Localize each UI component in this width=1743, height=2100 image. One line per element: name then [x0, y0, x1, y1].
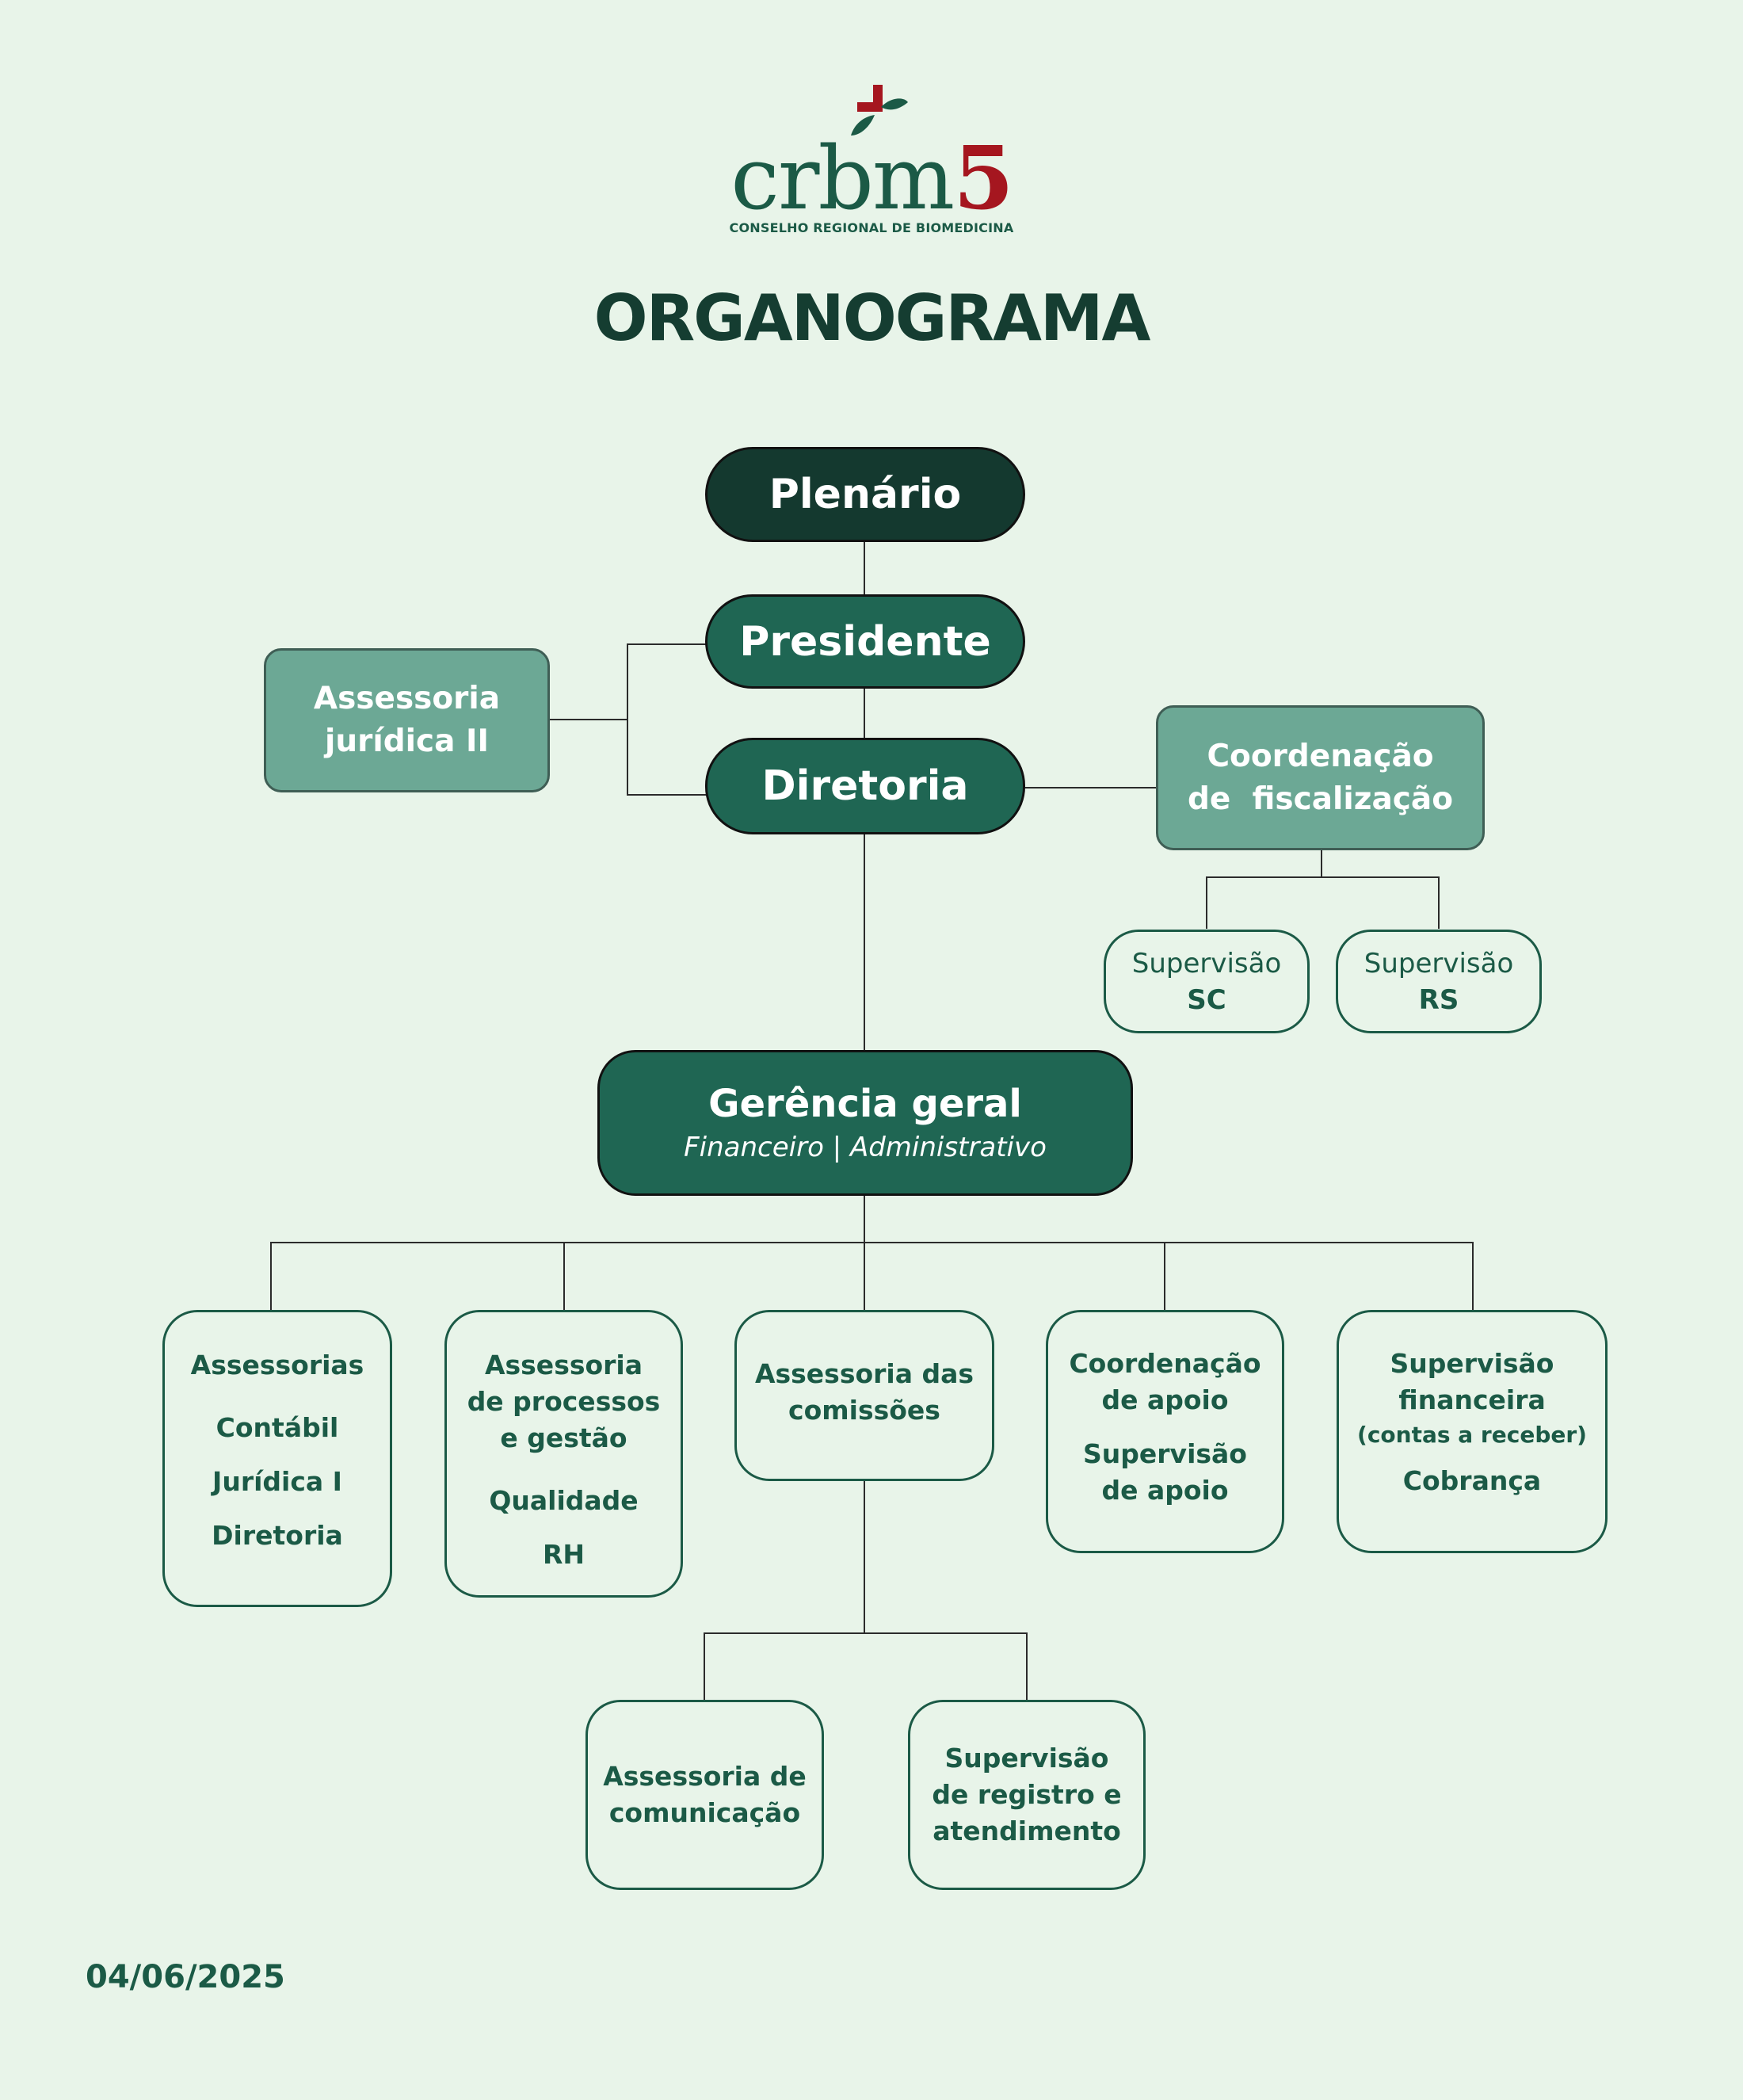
node-line: RS	[1418, 983, 1459, 1016]
node-assessorias: Assessorias Contábil Jurídica I Diretori…	[162, 1310, 392, 1607]
connector	[270, 1242, 1474, 1243]
node-supervisao-financeira: Supervisão financeira (contas a receber)…	[1337, 1310, 1608, 1553]
node-plenario: Plenário	[705, 447, 1025, 542]
connector	[270, 1242, 272, 1312]
node-presidente: Presidente	[705, 594, 1025, 689]
node-gerencia-geral: Gerência geral Financeiro | Administrati…	[597, 1050, 1133, 1196]
node-line: Assessoria de	[603, 1761, 807, 1792]
node-line: Supervisão	[1364, 947, 1514, 979]
node-item: Contábil	[215, 1412, 339, 1443]
connector	[864, 1479, 865, 1633]
connector	[864, 834, 865, 1050]
node-title: Assessorias	[190, 1350, 364, 1380]
connector	[627, 643, 707, 645]
connector	[1206, 876, 1440, 878]
connector	[1206, 876, 1207, 929]
connector	[1472, 1242, 1474, 1312]
node-coordenacao-apoio: Coordenação de apoio Supervisão de apoio	[1046, 1310, 1284, 1553]
logo-wordmark: crbm5	[730, 127, 1013, 229]
logo-subtitle: CONSELHO REGIONAL DE BIOMEDICINA	[729, 220, 1014, 235]
node-line: de processos	[467, 1386, 661, 1417]
node-line: Supervisão	[1390, 1348, 1554, 1379]
node-line: SC	[1187, 983, 1226, 1016]
node-line: comunicação	[608, 1797, 801, 1828]
node-coordenacao-fiscalizacao: Coordenação de fiscalização	[1156, 705, 1485, 850]
node-item: Diretoria	[212, 1520, 343, 1551]
node-diretoria: Diretoria	[705, 738, 1025, 834]
node-item: Qualidade	[489, 1485, 639, 1516]
connector	[704, 1632, 1027, 1634]
connector	[864, 687, 865, 739]
node-subtitle: Financeiro | Administrativo	[684, 1132, 1047, 1163]
node-line: comissões	[788, 1395, 940, 1426]
node-title: Gerência geral	[708, 1082, 1022, 1126]
node-assessoria-comissoes: Assessoria das comissões	[734, 1310, 994, 1481]
cross-with-leaves-icon	[851, 85, 908, 136]
connector	[627, 794, 707, 796]
connector	[864, 1194, 865, 1312]
node-line: de registro e	[932, 1779, 1122, 1810]
node-supervisao-rs: Supervisão RS	[1336, 930, 1542, 1033]
node-line: de apoio	[1101, 1475, 1229, 1506]
node-supervisao-registro: Supervisão de registro e atendimento	[908, 1700, 1146, 1890]
node-line: de apoio	[1101, 1384, 1229, 1415]
node-note: (contas a receber)	[1357, 1422, 1587, 1448]
connector	[1024, 787, 1157, 788]
connector	[1164, 1242, 1165, 1312]
connector	[563, 1242, 565, 1312]
node-line: Coordenação	[1207, 738, 1434, 774]
connector	[1438, 876, 1440, 929]
node-line: Coordenação	[1069, 1348, 1261, 1379]
node-assessoria-processos: Assessoria de processos e gestão Qualida…	[444, 1310, 683, 1598]
logo: crbm5 CONSELHO REGIONAL DE BIOMEDICINA	[713, 79, 1030, 246]
node-line: Assessoria	[484, 1350, 643, 1380]
connector	[549, 719, 628, 720]
node-item: Cobrança	[1402, 1465, 1542, 1496]
node-line: e gestão	[500, 1422, 627, 1453]
node-line: Assessoria das	[754, 1358, 974, 1389]
node-line: Assessoria	[313, 681, 501, 716]
connector	[864, 540, 865, 596]
node-line: Supervisão	[1083, 1438, 1247, 1469]
node-line: Supervisão	[944, 1743, 1109, 1774]
node-supervisao-sc: Supervisão SC	[1104, 930, 1310, 1033]
connector	[1321, 850, 1322, 877]
connector	[704, 1632, 705, 1701]
node-item: RH	[542, 1539, 585, 1570]
node-line: de fiscalização	[1187, 781, 1454, 817]
connector	[1026, 1632, 1028, 1701]
node-assessoria-juridica-ii: Assessoria jurídica II	[264, 648, 550, 792]
date-label: 04/06/2025	[86, 1959, 285, 1995]
page-title: ORGANOGRAMA	[593, 281, 1151, 355]
node-line: jurídica II	[324, 724, 490, 759]
node-line: Supervisão	[1131, 947, 1282, 979]
node-item: Jurídica I	[212, 1466, 342, 1497]
node-line: atendimento	[933, 1816, 1121, 1846]
node-assessoria-comunicacao: Assessoria de comunicação	[585, 1700, 824, 1890]
node-line: financeira	[1398, 1384, 1546, 1415]
